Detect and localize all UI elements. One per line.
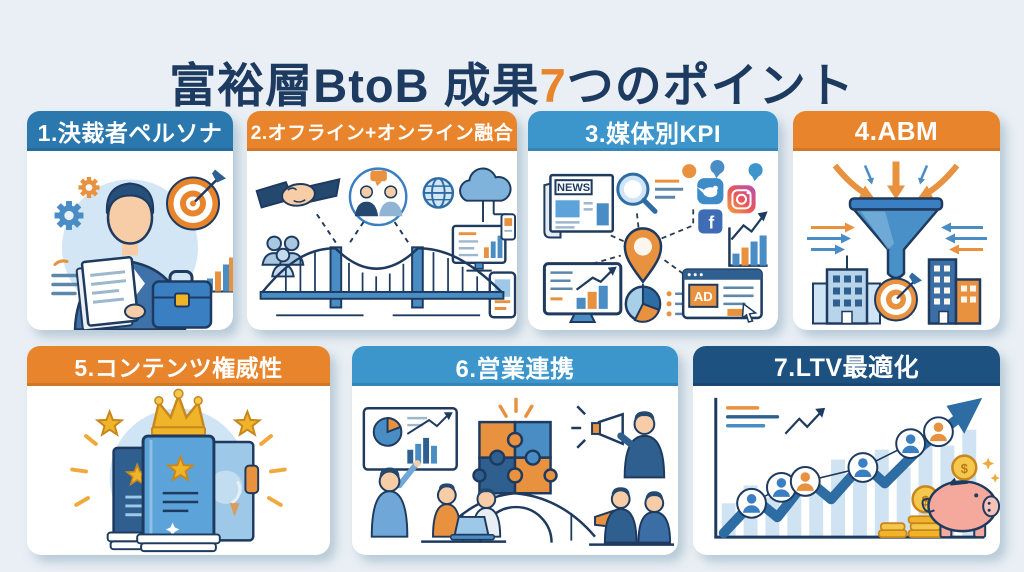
spark-lines	[498, 397, 534, 418]
pie-chart-icon	[624, 285, 694, 323]
newspaper-icon: NEWS	[543, 173, 615, 239]
title-highlight-number: 7	[539, 59, 567, 113]
sparkles	[982, 457, 1000, 483]
star-icon	[96, 410, 123, 436]
card-5-body	[27, 386, 330, 555]
card-offline-online-fusion: 2.オフライン+オンライン融合	[247, 111, 517, 330]
briefcase-icon	[151, 270, 213, 329]
flow-arrows-right	[941, 222, 987, 255]
target-icon	[166, 169, 226, 231]
documents-icon	[75, 256, 140, 330]
card-abm: 4.ABM	[793, 111, 1000, 330]
magnifier-icon	[616, 172, 684, 214]
globe-icon	[422, 177, 455, 209]
funnel-icon	[848, 197, 944, 280]
presentation-board-icon	[362, 407, 458, 471]
sales-team-figures	[589, 487, 675, 546]
card-2-body	[247, 151, 517, 330]
megaphone-icon	[571, 405, 624, 449]
presenter-woman-figure	[370, 460, 421, 538]
building-left-icon	[812, 255, 881, 325]
card-2-header: 2.オフライン+オンライン融合	[247, 111, 517, 151]
sales-collaboration-illustration	[362, 397, 675, 546]
ad-banner-icon: AD	[681, 268, 763, 323]
news-label: NEWS	[557, 182, 590, 194]
coin-stacks-icon: $	[877, 485, 944, 539]
card-3-header: 3.媒体別KPI	[528, 111, 778, 151]
target-icon	[874, 272, 922, 322]
card-4-body	[793, 151, 1000, 330]
offline-online-bridge-illustration	[255, 167, 517, 319]
dollar-label: $	[922, 492, 930, 508]
card-6-body	[352, 386, 678, 555]
card-3-body: NEWS	[528, 151, 778, 330]
card-1-header: 1.決裁者ペルソナ	[27, 111, 233, 151]
facebook-f-label: f	[708, 213, 714, 232]
legend-lines	[725, 406, 780, 428]
card-6-header: 6.営業連携	[352, 346, 678, 386]
card-media-kpi: 3.媒体別KPI NEWS	[528, 111, 778, 330]
cursor-icon	[741, 302, 758, 323]
handshake-icon	[255, 178, 341, 209]
social-media-icons: f	[682, 160, 763, 234]
gear-icon	[54, 176, 100, 230]
twitter-icon	[697, 178, 724, 205]
piggy-bank-icon: $	[921, 454, 1000, 539]
building-right-icon	[927, 258, 982, 325]
card-content-authority: 5.コンテンツ権威性	[27, 346, 330, 555]
card-5-header: 5.コンテンツ権威性	[27, 346, 330, 386]
flow-arrows-left	[807, 222, 855, 255]
puzzle-pieces-icon	[472, 420, 558, 495]
instagram-icon	[727, 185, 756, 214]
facebook-icon: f	[698, 209, 723, 234]
authority-books-illustration	[70, 388, 287, 553]
pig-tail	[921, 498, 935, 513]
card-decision-maker-persona: 1.決裁者ペルソナ	[27, 111, 233, 330]
abm-funnel-illustration	[807, 161, 987, 325]
star-icon	[234, 410, 261, 436]
sparkle-icon	[165, 522, 180, 537]
card-7-header: 7.LTV最適化	[693, 346, 1000, 386]
crown-icon	[150, 388, 207, 437]
page-title: 富裕層BtoB 成果7つのポイント	[169, 59, 855, 113]
inflow-arrows	[832, 161, 960, 200]
cloud-icon	[459, 167, 512, 223]
ltv-growth-illustration: $ $	[714, 397, 1000, 539]
card-1-body	[27, 151, 233, 330]
small-trend-arrow	[784, 407, 826, 435]
card-7-body: $ $	[693, 386, 1000, 555]
megaphone-man-figure	[571, 405, 666, 479]
laptop-icon	[453, 515, 490, 536]
card-ltv-optimization: 7.LTV最適化	[693, 346, 1000, 555]
dollar-label: $	[961, 461, 968, 476]
suspension-bridge-icon	[259, 246, 505, 317]
dashed-connector-lines	[316, 213, 411, 246]
coin-slot	[950, 481, 969, 486]
rays	[70, 434, 287, 507]
location-pin-icon	[623, 227, 663, 284]
growth-chart-icon	[728, 211, 768, 267]
ad-label: AD	[694, 289, 713, 304]
businessman-figure	[73, 182, 213, 330]
laptop-pair-figures	[421, 483, 507, 543]
analytics-monitor-icon	[542, 262, 623, 323]
card-sales-collaboration: 6.営業連携	[352, 346, 678, 555]
decision-maker-persona-illustration	[51, 169, 233, 330]
monitor-icon	[451, 224, 507, 272]
card-4-header: 4.ABM	[793, 111, 1000, 151]
meeting-circle-icon	[348, 167, 408, 227]
media-kpi-illustration: NEWS	[542, 160, 768, 323]
smartphone-icon	[500, 213, 517, 241]
book-center-icon	[136, 434, 221, 553]
